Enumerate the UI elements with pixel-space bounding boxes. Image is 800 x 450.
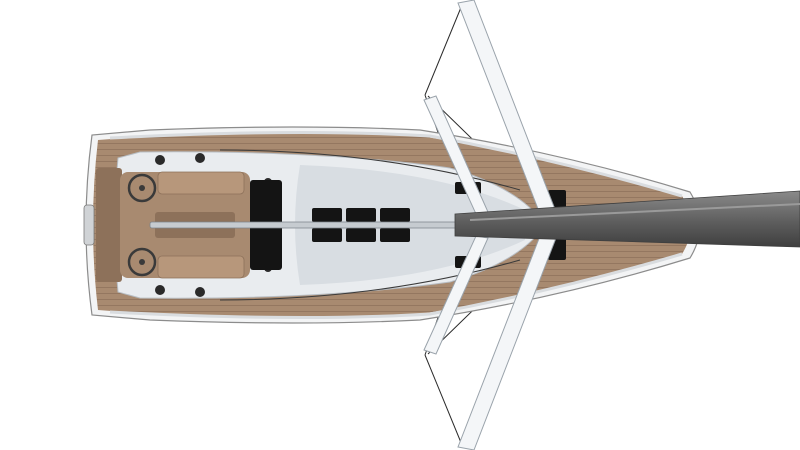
hatch-window bbox=[312, 228, 342, 242]
toe-rail bbox=[109, 252, 683, 320]
shroud-line bbox=[424, 354, 463, 446]
hatch-window bbox=[380, 208, 410, 222]
winch bbox=[195, 153, 205, 163]
winch bbox=[155, 285, 165, 295]
toe-rail bbox=[109, 130, 683, 198]
shroud-line bbox=[424, 4, 463, 96]
mast-highlight bbox=[469, 203, 800, 221]
helm-station-port bbox=[127, 173, 157, 203]
cockpit-bench bbox=[157, 171, 245, 195]
cockpit-bench bbox=[157, 255, 245, 279]
transom-rail bbox=[83, 204, 95, 246]
steering-hub bbox=[139, 259, 145, 265]
hatch-window bbox=[346, 228, 376, 242]
mast bbox=[454, 190, 800, 248]
hatch-window bbox=[312, 208, 342, 222]
winch bbox=[195, 287, 205, 297]
winch bbox=[155, 155, 165, 165]
steering-wheel bbox=[127, 173, 157, 203]
steering-hub bbox=[139, 185, 145, 191]
swim-platform bbox=[96, 168, 122, 282]
helm-station-starboard bbox=[127, 247, 157, 277]
jackline bbox=[219, 259, 521, 301]
steering-wheel bbox=[127, 247, 157, 277]
hatch-window bbox=[346, 208, 376, 222]
boom bbox=[149, 221, 461, 229]
hatch-window bbox=[380, 228, 410, 242]
jackline bbox=[219, 149, 521, 191]
spreader-lower-lower bbox=[423, 235, 489, 355]
